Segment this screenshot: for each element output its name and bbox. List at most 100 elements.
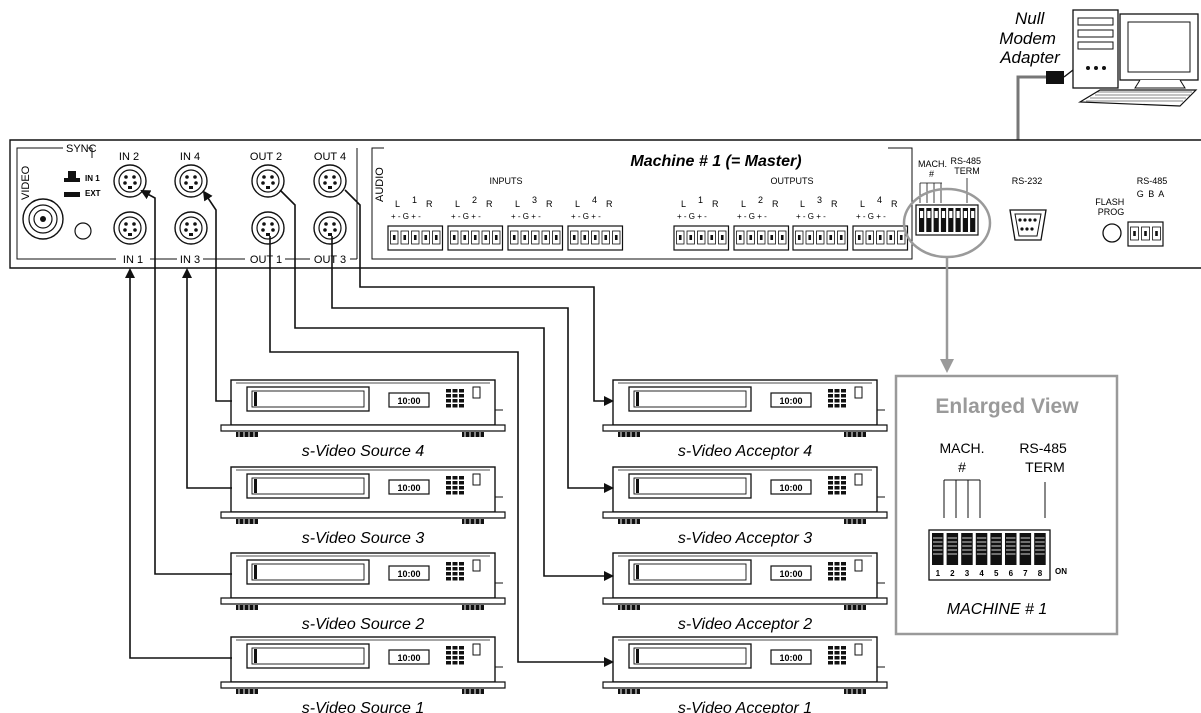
svg-text:L: L [515, 199, 520, 209]
rs485-label: RS-485 [1137, 176, 1168, 186]
svg-text:L: L [575, 199, 580, 209]
dip-hash-label: # [929, 169, 934, 179]
svideo-label-in3: IN 3 [180, 254, 200, 266]
terminal-block [852, 225, 909, 251]
video-label: VIDEO [20, 165, 32, 200]
cable-out4-acceptor4 [344, 189, 614, 406]
svg-text:R: R [831, 199, 838, 209]
svg-text:R: R [486, 199, 493, 209]
device-display: 10:00 [779, 653, 802, 663]
device-display: 10:00 [397, 396, 420, 406]
svg-text:L: L [860, 199, 865, 209]
enlarged-hash-label: # [958, 459, 966, 475]
rear-panel: VIDEO SYNC IN 1 EXT IN 2 IN 4 OUT 2 OUT … [9, 139, 1201, 269]
svg-text:L: L [681, 199, 686, 209]
svg-text:+ - G + -: + - G + - [571, 212, 601, 221]
svideo-connector [251, 211, 285, 245]
enlarged-view-title: Enlarged View [935, 395, 1079, 418]
device-display: 10:00 [397, 653, 420, 663]
svg-text:4: 4 [877, 195, 882, 205]
svg-text:2: 2 [472, 195, 477, 205]
svg-text:+ - G + -: + - G + - [856, 212, 886, 221]
rs232-label: RS-232 [1012, 176, 1043, 186]
terminal-block [447, 225, 504, 251]
svg-text:L: L [455, 199, 460, 209]
svg-text:R: R [772, 199, 779, 209]
device-stack: 10:00s-Video Source 410:00s-Video Accept… [220, 379, 888, 713]
svg-text:+ - G + -: + - G + - [796, 212, 826, 221]
switch-number: 2 [950, 569, 955, 578]
acceptor-device-4: 10:00s-Video Acceptor 4 [602, 379, 888, 460]
terminal-block [792, 225, 849, 251]
svg-text:+ - G + -: + - G + - [737, 212, 767, 221]
null-modem-label: Null Modem Adapter [999, 9, 1061, 67]
svg-text:+ - G + -: + - G + - [511, 212, 541, 221]
cable-out1-acceptor1 [269, 236, 614, 667]
cable-out2-acceptor2 [279, 189, 614, 581]
svg-text:L: L [741, 199, 746, 209]
rs485-terminal [1127, 221, 1164, 247]
svideo-label-in2: IN 2 [119, 151, 139, 163]
svideo-connector [113, 164, 147, 198]
acceptor-device-1: 10:00 s-Video Acceptor 1 [602, 636, 888, 713]
sync-bnc-connector [22, 198, 64, 240]
source-device-4-label: s-Video Source 4 [302, 443, 425, 460]
dip-switch-panel [915, 204, 979, 236]
enlarged-caption: MACHINE # 1 [947, 601, 1047, 618]
dip-term-label: RS-485 TERM [950, 156, 983, 176]
enlarged-term-label: RS-485 TERM [1019, 440, 1070, 475]
svideo-label-out4: OUT 4 [314, 151, 346, 163]
device-display: 10:00 [779, 396, 802, 406]
sync-in1-label: IN 1 [85, 174, 100, 183]
device-display: 10:00 [397, 569, 420, 579]
switch-number: 1 [936, 569, 941, 578]
svg-text:3: 3 [817, 195, 822, 205]
svg-text:R: R [546, 199, 553, 209]
source-device-3: 10:00s-Video Source 3 [220, 466, 506, 547]
terminal-block [507, 225, 564, 251]
acceptor-device-3-label: s-Video Acceptor 3 [678, 530, 812, 547]
svideo-label-in4: IN 4 [180, 151, 200, 163]
dip-highlight-circle [902, 187, 992, 259]
dip-mach-label: MACH. [918, 159, 947, 169]
source-device-2-label: s-Video Source 2 [302, 616, 425, 633]
svideo-connector [313, 211, 347, 245]
svg-text:L: L [800, 199, 805, 209]
acceptor-device-3: 10:00 s-Video Acceptor 3 [602, 466, 888, 547]
panel-title: Machine # 1 (= Master) [630, 153, 801, 170]
switch-number: 4 [979, 569, 984, 578]
cable-source4-in4 [202, 190, 232, 402]
rs485-pins-label: G B A [1137, 189, 1166, 199]
svideo-label-out1: OUT 1 [250, 254, 282, 266]
source-device-1-label: s-Video Source 1 [302, 700, 424, 713]
svideo-label-out2: OUT 2 [250, 151, 282, 163]
enlarged-on-label: ON [1055, 567, 1067, 576]
source-device-4: 10:00 s-Video Source 4 [220, 379, 506, 460]
sync-label: SYNC [66, 143, 97, 155]
svg-text:R: R [712, 199, 719, 209]
cable-out3-acceptor3 [331, 236, 614, 493]
svideo-connector [174, 164, 208, 198]
svg-text:1: 1 [412, 195, 417, 205]
svg-text:2: 2 [758, 195, 763, 205]
switch-number: 8 [1038, 569, 1043, 578]
audio-outputs-label: OUTPUTS [770, 176, 813, 186]
acceptor-device-2-label: s-Video Acceptor 2 [678, 616, 812, 633]
terminal-block [733, 225, 790, 251]
acceptor-device-1-label: s-Video Acceptor 1 [678, 700, 812, 713]
svg-text:R: R [891, 199, 898, 209]
flash-prog-label: FLASH PROG [1095, 197, 1127, 217]
switch-number: 6 [1009, 569, 1014, 578]
acceptor-device-2: 10:00s-Video Acceptor 2 [602, 552, 888, 633]
switch-number: 3 [965, 569, 970, 578]
device-display: 10:00 [779, 483, 802, 493]
